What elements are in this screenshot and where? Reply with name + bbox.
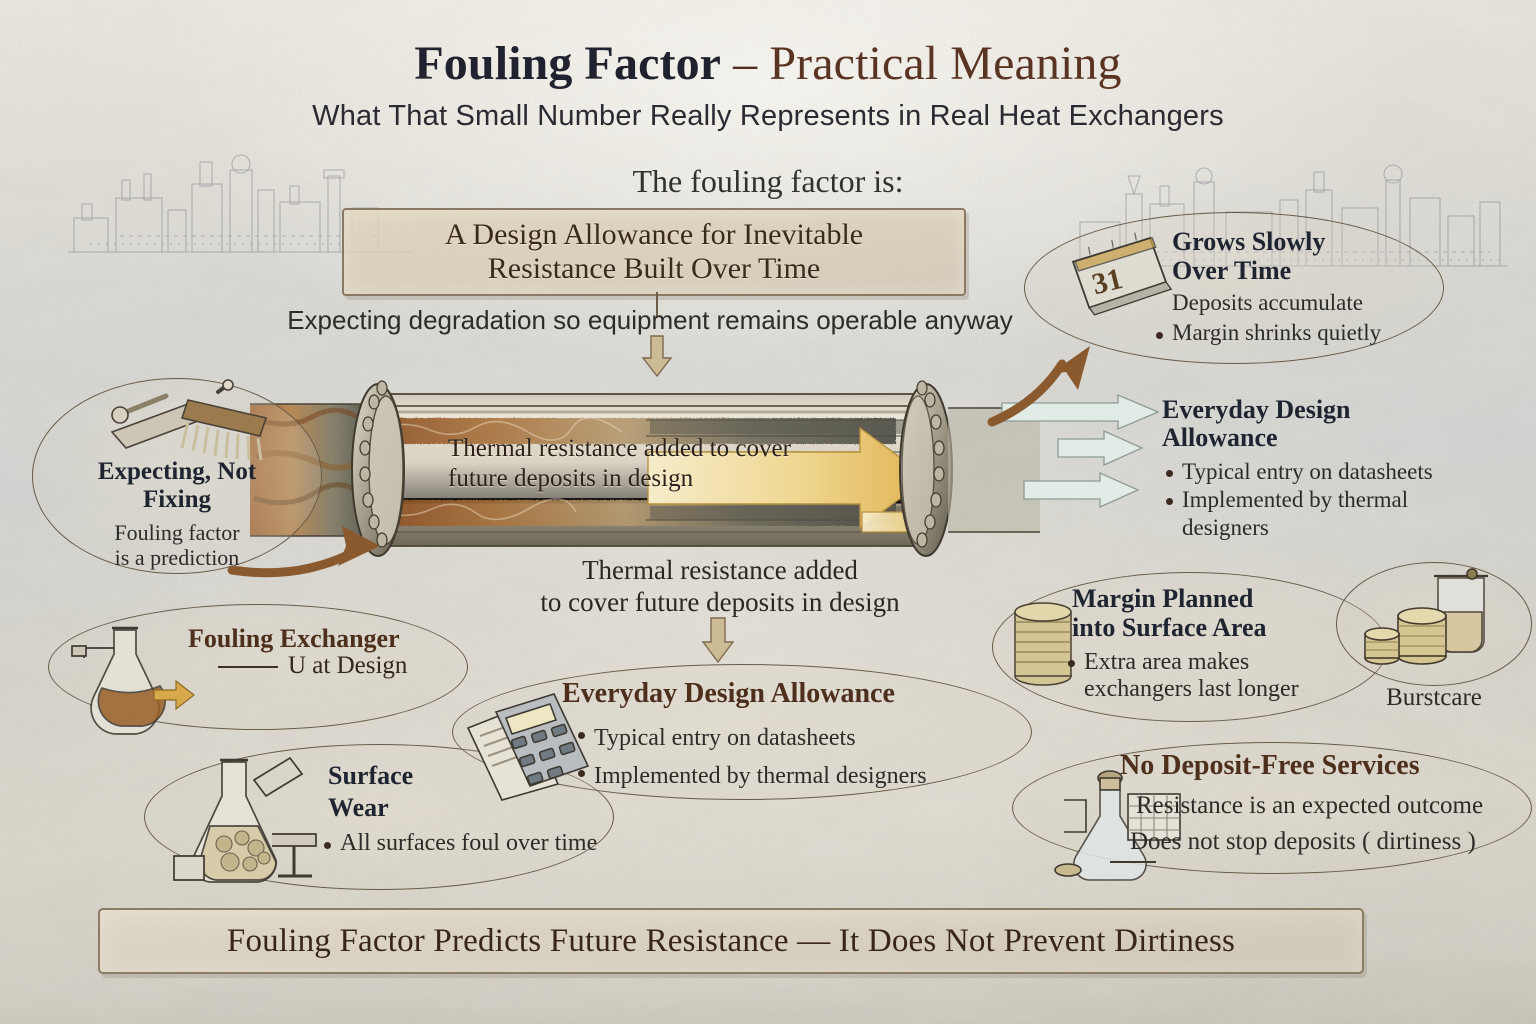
definition-line-2: Resistance Built Over Time	[487, 252, 821, 285]
fouling-exchanger-heading: Fouling Exchanger	[188, 624, 400, 653]
footer-banner-text: Fouling Factor Predicts Future Resistanc…	[226, 922, 1236, 959]
surface-wear-heading-1: Surface	[328, 761, 414, 790]
everyday-right-bullet-3: designers	[1182, 515, 1269, 541]
surface-wear-bullet-1: All surfaces foul over time	[320, 830, 597, 857]
page-title-secondary: Practical Meaning	[769, 37, 1122, 90]
callout-everyday-center[interactable]: Everyday Design Allowance Typical entry …	[452, 664, 1032, 801]
callout-margin-planned-text: Margin Planned into Surface Area Extra a…	[992, 572, 1388, 722]
expecting-heading-1: Expecting, Not	[97, 458, 257, 485]
surface-wear-heading-2: Wear	[328, 793, 389, 823]
callout-everyday-right[interactable]: Everyday Design Allowance Typical entry …	[1162, 395, 1534, 540]
callout-grows-slowly-text: Grows Slowly Over Time Deposits accumula…	[1024, 212, 1444, 364]
expecting-heading-2: Fixing	[142, 485, 212, 513]
bottle-and-grid-icon	[1054, 770, 1181, 881]
everyday-right-heading-1: Everyday Design	[1162, 395, 1351, 424]
no-deposit-free-line-2: Does not stop deposits ( dirtiness )	[1130, 828, 1476, 855]
pipe-below-label-line2: to cover future deposits in design	[540, 587, 900, 618]
flask-icon	[71, 626, 195, 735]
heat-exchanger-pipe-illustration	[250, 380, 1040, 557]
pipe-below-label: Thermal resistance added to cover future…	[440, 554, 1000, 619]
fouling-exchanger-sub: U at Design	[288, 652, 408, 679]
everyday-center-bullet-2: Implemented by thermal designers	[574, 758, 927, 796]
page-title-dash: –	[721, 37, 770, 90]
callout-surface-wear-text: Surface Wear All surfaces foul over time	[144, 744, 614, 890]
everyday-center-bullet-1: Typical entry on datasheets	[574, 720, 927, 758]
callout-fouling-exchanger[interactable]: Fouling Exchanger U at Design	[48, 604, 468, 735]
brush-and-scraper-icon	[110, 379, 268, 461]
arrow-left-to-pipe-icon	[227, 526, 380, 578]
connector-arrow-down-2	[641, 335, 673, 378]
callout-grows-slowly[interactable]: 31 Grows Slowly Over Time Deposits accum…	[1024, 212, 1444, 364]
beaker-and-coins-icon	[1364, 568, 1488, 665]
callout-margin-planned[interactable]: Margin Planned into Surface Area Extra a…	[992, 572, 1388, 722]
erlenmeyer-flask-icon	[173, 756, 317, 883]
flow-note-text: Expecting degradation so equipment remai…	[287, 305, 1013, 335]
pipe-inner-label-line1: Thermal resistance added to cover	[448, 435, 791, 462]
margin-planned-bullet-2: exchangers last longer	[1084, 676, 1299, 702]
grows-slowly-sub: Deposits accumulate	[1172, 290, 1363, 315]
everyday-right-bullet-2: Implemented by thermal	[1162, 486, 1534, 514]
everyday-right-bullet-1: Typical entry on datasheets	[1162, 458, 1534, 486]
coin-stack-icon	[1014, 602, 1072, 686]
connector-arrow-down-1	[656, 292, 658, 318]
page-subtitle: What That Small Number Really Represents…	[312, 100, 1224, 132]
margin-planned-heading-2: into Surface Area	[1072, 613, 1267, 643]
callout-burstcare[interactable]: Burstcare	[1336, 562, 1532, 711]
grows-slowly-heading-2: Over Time	[1172, 255, 1292, 285]
pipe-inner-label-line2: future deposits in design	[448, 464, 694, 492]
everyday-right-heading-2: Allowance	[1162, 423, 1278, 453]
grows-slowly-bullet-1: Margin shrinks quietly	[1152, 320, 1381, 346]
pipe-below-label-line1: Thermal resistance added	[582, 555, 858, 585]
expecting-sub-1: Fouling factor	[114, 520, 240, 545]
callout-no-deposit-free[interactable]: No Deposit-Free Services Resistance is a…	[1012, 742, 1532, 881]
outlet-flow-arrows-icon	[1001, 394, 1160, 509]
lead-in-text: The fouling factor is:	[632, 163, 904, 199]
definition-box: A Design Allowance for Inevitable Resist…	[342, 208, 966, 296]
calculator-icon	[466, 693, 590, 801]
arrow-pipe-to-grows-slowly-icon	[987, 346, 1090, 427]
footer-banner: Fouling Factor Predicts Future Resistanc…	[98, 908, 1364, 974]
page-title: Fouling Factor – Practical Meaning	[0, 36, 1536, 91]
margin-planned-bullet-1: Extra area makes	[1064, 648, 1249, 677]
callout-expecting-text: Expecting, Not Fixing Fouling factor is …	[32, 378, 322, 574]
page-title-primary: Fouling Factor	[414, 37, 722, 90]
callout-expecting-not-fixing[interactable]: Expecting, Not Fixing Fouling factor is …	[32, 378, 322, 574]
definition-line-1: A Design Allowance for Inevitable	[444, 218, 864, 252]
grows-slowly-heading-1: Grows Slowly	[1172, 227, 1326, 256]
callout-no-deposit-free-text: No Deposit-Free Services Resistance is a…	[1012, 742, 1532, 874]
everyday-center-heading: Everyday Design Allowance	[562, 678, 895, 709]
no-deposit-free-heading: No Deposit-Free Services	[1120, 750, 1420, 781]
burstcare-label: Burstcare	[1386, 684, 1482, 711]
callout-fouling-exchanger-text: Fouling Exchanger U at Design	[48, 604, 468, 730]
connector-arrow-down-3	[701, 617, 735, 664]
calendar-icon: 31	[1071, 232, 1173, 316]
no-deposit-free-line-1: Resistance is an expected outcome	[1136, 792, 1484, 819]
callout-everyday-center-text: Everyday Design Allowance Typical entry …	[452, 664, 1032, 800]
pipe-inner-label: Thermal resistance added to cover future…	[448, 434, 868, 493]
margin-planned-heading-1: Margin Planned	[1072, 584, 1254, 613]
expecting-sub-2: is a prediction	[114, 545, 240, 571]
